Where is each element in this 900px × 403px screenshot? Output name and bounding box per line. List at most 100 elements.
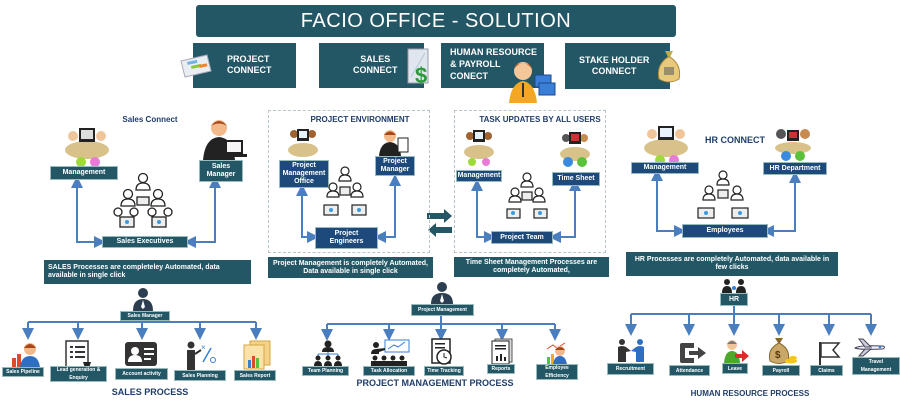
report-chart-icon <box>240 340 274 370</box>
module-label-line2: & PAYROLL <box>450 59 501 69</box>
label-text: Project <box>292 162 316 169</box>
project-description: Project Management is completely Automat… <box>268 257 433 278</box>
hr-management-label: Management <box>631 162 699 174</box>
sales-process-item[interactable]: Account activity <box>115 368 168 380</box>
task-updates-box <box>454 110 606 253</box>
airplane-icon <box>853 337 887 357</box>
module-label-line3: CONECT <box>450 71 488 81</box>
label-text: HR Department <box>769 164 821 172</box>
task-updates-title: TASK UPDATES BY ALL USERS <box>479 115 601 124</box>
hr-silhouette-icon <box>719 277 749 293</box>
pm-process-item[interactable]: Team Planning <box>302 366 349 376</box>
module-stakeholder-connect[interactable]: STAKE HOLDER CONNECT <box>565 43 681 89</box>
label-text: Project Team <box>500 233 544 241</box>
label-text: Project <box>334 230 359 237</box>
hr-management-group-icon <box>642 120 690 164</box>
module-hr-payroll-connect[interactable]: HUMAN RESOURCE & PAYROLL CONECT <box>441 43 556 103</box>
hr-process-item[interactable]: Attendance <box>669 365 710 376</box>
timesheet-group-icon <box>558 128 592 168</box>
task-description: Time Sheet Management Processes are comp… <box>454 257 609 277</box>
label-text: Time Tracking <box>427 368 461 374</box>
hr-process-item[interactable]: Recruitment <box>607 363 654 375</box>
svg-text:$: $ <box>775 350 781 361</box>
hr-process-item[interactable]: Payroll <box>762 365 800 376</box>
dollar-document-icon: $ <box>407 47 433 87</box>
page-title: FACIO OFFICE - SOLUTION <box>196 5 676 37</box>
module-label-line2: CONNECT <box>591 66 637 76</box>
project-environment-box <box>268 110 430 253</box>
module-label-line1: STAKE HOLDER <box>579 55 650 65</box>
team-hierarchy-icon <box>310 340 346 366</box>
page-title-text: FACIO OFFICE - SOLUTION <box>300 9 572 32</box>
sales-process-item[interactable]: Sales Report <box>234 370 276 381</box>
module-label-line2: CONNECT <box>353 65 398 75</box>
sales-description: SALES Processes are completeley Automate… <box>44 260 251 284</box>
module-label-line2: CONNECT <box>227 65 272 75</box>
exit-door-icon <box>678 341 708 365</box>
id-card-icon <box>124 340 158 368</box>
arrow-mgmt-exec <box>71 176 106 248</box>
module-sales-connect[interactable]: SALES CONNECT $ <box>319 43 429 88</box>
label-text: Management <box>282 170 326 177</box>
hr-process-item[interactable]: Claims <box>810 365 843 376</box>
pm-process-item[interactable]: Employee Efficiency <box>536 364 578 380</box>
svg-text:$: $ <box>415 63 427 87</box>
label-text: Payroll <box>772 367 790 374</box>
module-label-line1: SALES <box>360 54 391 64</box>
handshake-icon <box>614 338 648 362</box>
task-team-hierarchy-icon <box>502 172 552 224</box>
sales-process-item[interactable]: Sales Pipeline <box>2 367 44 377</box>
flag-icon <box>816 340 842 366</box>
pmo-label: Project Management Office <box>279 160 329 188</box>
pipeline-chart-icon <box>10 340 42 368</box>
person-arrow-icon <box>723 339 749 363</box>
hr-connect-title: HR CONNECT <box>705 135 765 145</box>
strategy-board-icon: × <box>183 340 217 370</box>
sales-management-label: Management <box>50 166 118 180</box>
pm-process-item[interactable]: Time Tracking <box>424 366 464 376</box>
project-team-hierarchy-icon <box>318 165 372 223</box>
project-environment-title: PROJECT ENVIRONMENT <box>310 115 410 124</box>
module-project-connect[interactable]: PROJECT CONNECT <box>180 43 296 88</box>
sales-manager-label: Sales Manager <box>199 160 243 182</box>
label-text: Office <box>294 178 314 185</box>
employees-hierarchy-icon <box>690 170 756 222</box>
checklist-icon <box>63 340 93 368</box>
money-bag-icon: $ <box>766 335 798 365</box>
hr-process-item[interactable]: Leave <box>722 363 748 374</box>
label-text: Project <box>383 158 407 165</box>
arrow-right-icon <box>427 209 452 223</box>
sales-manager-icon <box>201 118 247 160</box>
sales-process-item[interactable]: Lead generation & Enquiry <box>50 366 107 382</box>
label-text: Sales <box>211 163 231 170</box>
label-text: Engineers <box>329 238 364 245</box>
label-text: Employee Efficiency <box>545 365 569 379</box>
project-team-label: Project Team <box>491 231 553 244</box>
pm-process-item[interactable]: Reports <box>487 364 515 374</box>
pm-process-item[interactable]: Task Allocation <box>363 366 415 376</box>
sales-process-item[interactable]: Sales Planning <box>174 370 226 381</box>
label-text: HR <box>728 295 740 303</box>
label-text: Sales Pipeline <box>6 369 40 375</box>
employees-label: Employees <box>682 224 768 238</box>
clock-document-icon <box>430 338 454 366</box>
pm-process-root-label: Project Management <box>411 304 474 316</box>
label-text: Leave <box>727 365 743 372</box>
sales-process-root-label: Sales Manager <box>120 311 170 321</box>
hr-description: HR Processes are completely Automated, d… <box>626 252 838 276</box>
presentation-icon <box>367 338 411 366</box>
label-text: Reports <box>491 366 511 372</box>
project-manager-label: Project Manager <box>375 156 415 176</box>
description-text: Time Sheet Management Processes are comp… <box>465 259 598 274</box>
label-text: Management <box>62 169 106 176</box>
svg-text:×: × <box>201 343 206 352</box>
person-computer-icon <box>507 57 557 103</box>
label-text: Attendance <box>675 367 704 374</box>
arrow-left-icon <box>428 223 452 237</box>
label-text: Management <box>457 172 501 179</box>
label-text: Employees <box>706 227 744 234</box>
hr-process-item[interactable]: Travel Management <box>852 357 900 375</box>
label-text: Sales Executives <box>116 238 174 245</box>
label-text: Team Planning <box>307 368 344 374</box>
description-text: Project Management is completely Automat… <box>273 259 428 275</box>
